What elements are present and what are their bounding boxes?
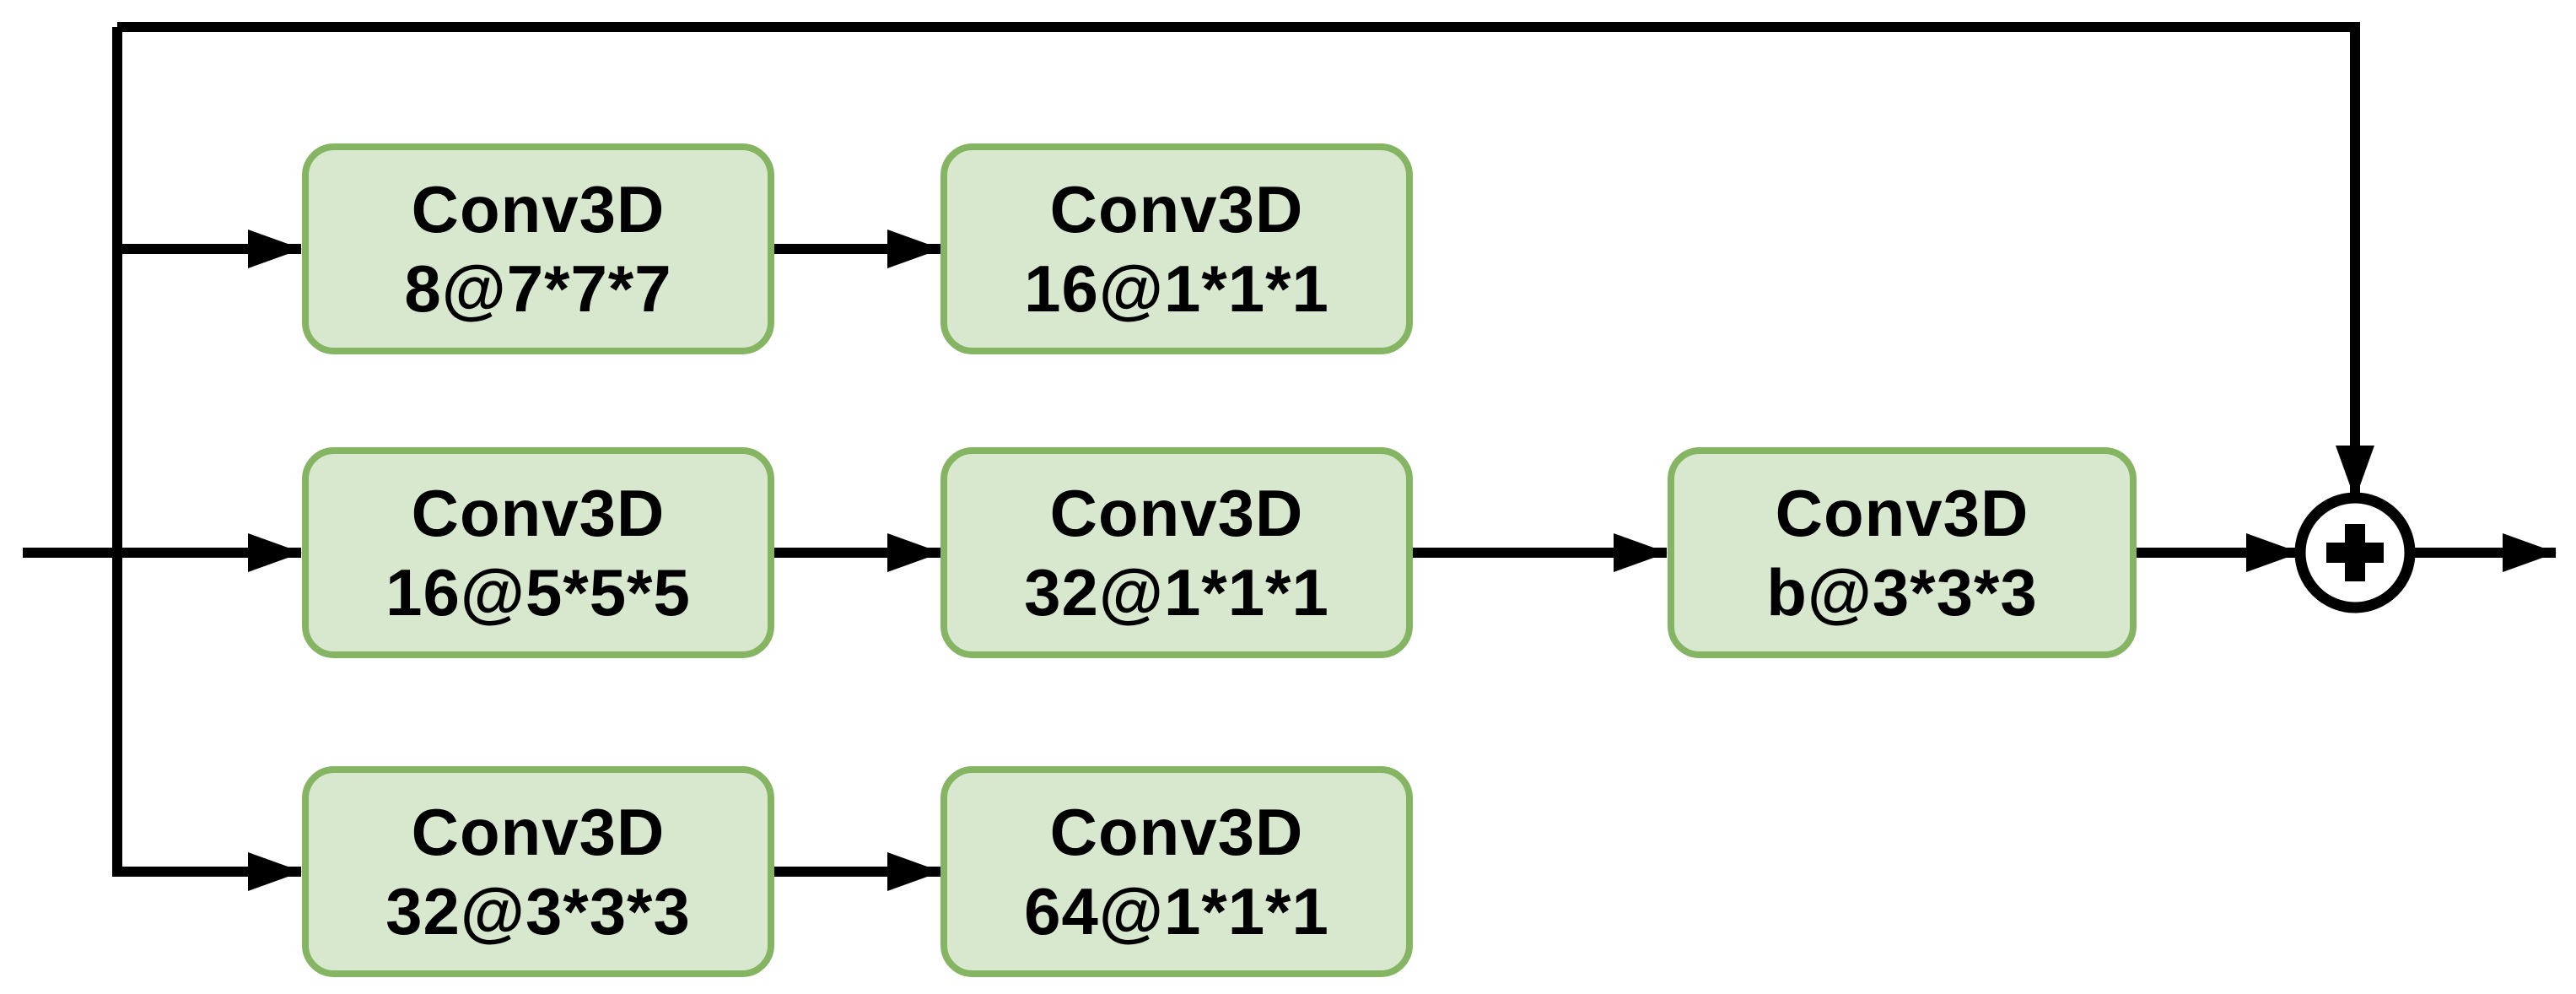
conv-block-spec: 16@5*5*5 bbox=[385, 555, 691, 629]
skip-connection-arrow bbox=[117, 22, 2374, 500]
conv-block-title: Conv3D bbox=[1049, 795, 1304, 869]
conv-block-branch1-1: Conv3D 8@7*7*7 bbox=[302, 143, 774, 354]
conv-block-title: Conv3D bbox=[411, 476, 666, 550]
conv-block-title: Conv3D bbox=[411, 172, 666, 246]
conv-block-branch2-3: Conv3D b@3*3*3 bbox=[1668, 447, 2137, 658]
conv-block-branch3-2: Conv3D 64@1*1*1 bbox=[940, 766, 1413, 977]
conv-block-title: Conv3D bbox=[411, 795, 666, 869]
conv-block-branch2-1: Conv3D 16@5*5*5 bbox=[302, 447, 774, 658]
conv-block-title: Conv3D bbox=[1049, 476, 1304, 550]
conv-block-title: Conv3D bbox=[1775, 476, 2029, 550]
conv-block-spec: 8@7*7*7 bbox=[404, 251, 672, 326]
conv-block-spec: 64@1*1*1 bbox=[1024, 874, 1329, 948]
sum-node bbox=[2294, 492, 2416, 613]
conv-block-spec: b@3*3*3 bbox=[1766, 555, 2038, 629]
conv-block-spec: 32@3*3*3 bbox=[385, 874, 691, 948]
conv-block-spec: 16@1*1*1 bbox=[1024, 251, 1329, 326]
conv-block-title: Conv3D bbox=[1049, 172, 1304, 246]
plus-icon bbox=[2326, 524, 2384, 581]
conv-block-branch3-1: Conv3D 32@3*3*3 bbox=[302, 766, 774, 977]
conv-block-branch2-2: Conv3D 32@1*1*1 bbox=[940, 447, 1413, 658]
input-trunk-branch3-arrow bbox=[112, 27, 302, 891]
conv-block-branch1-2: Conv3D 16@1*1*1 bbox=[940, 143, 1413, 354]
conv-block-spec: 32@1*1*1 bbox=[1024, 555, 1329, 629]
